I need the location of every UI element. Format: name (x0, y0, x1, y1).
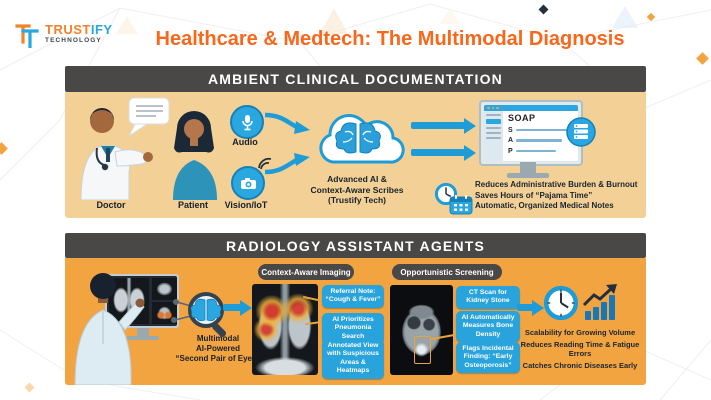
cloud-caption-line2: Context-Aware Scribes (310, 184, 404, 195)
speech-bubble (127, 97, 170, 138)
audio-input-circle (230, 105, 264, 139)
soap-title: SOAP (508, 113, 536, 123)
patient-label: Patient (177, 200, 208, 210)
ambient-benefit-1: Reduces Administrative Burden & Burnout (475, 180, 638, 189)
server-badge (566, 117, 596, 147)
cloud-caption: Advanced AI & Context-Aware Scribes (Tru… (295, 174, 419, 206)
trustify-logo: TRUSTIFY TECHNOLOGY (14, 20, 113, 48)
patient-figure (173, 111, 217, 200)
torso-scan-thumbnail (152, 302, 177, 324)
vision-input-circle (231, 166, 265, 200)
emr-sidebar (484, 111, 503, 161)
soap-note-content: SOAP S A P (503, 111, 578, 161)
brand-name-part1: TRUST (45, 22, 91, 38)
audio-label: Audio (232, 137, 258, 147)
radiology-benefit-1: Scalability for Growing Volume (524, 328, 636, 337)
ct-scan-image (390, 285, 453, 375)
microphone-icon (241, 114, 253, 130)
calendar-icon (449, 195, 473, 215)
arrow-cloud-to-monitor-top (411, 117, 476, 134)
server-icon (574, 124, 588, 139)
brain-scan-thumbnail (152, 278, 177, 300)
ambient-benefits: Reduces Administrative Burden & Burnout … (475, 180, 646, 212)
ai-cloud-icon (319, 113, 405, 164)
window-dot (496, 106, 499, 110)
screening-label-ct: CT Scan for Kidney Stone (456, 286, 520, 309)
soap-row-s: S (508, 126, 513, 134)
ai-magnifier-icon (170, 292, 227, 338)
sidebar-active-item (486, 119, 501, 124)
section-header-radiology: RADIOLOGY ASSISTANT AGENTS (65, 233, 646, 258)
chest-xray-image (252, 284, 318, 375)
window-dot (491, 106, 494, 110)
soap-row-p: P (508, 147, 513, 155)
brain-icon-small (190, 298, 222, 322)
screening-label-flags: Flags Incidental Finding: “Early Osteopo… (456, 342, 520, 374)
vision-label: Vision/IoT (224, 200, 268, 210)
brand-tagline: TECHNOLOGY (45, 37, 102, 45)
growth-chart-icon (582, 284, 617, 320)
section-header-ambient: AMBIENT CLINICAL DOCUMENTATION (65, 66, 646, 92)
window-titlebar (484, 105, 578, 111)
monitor-base (507, 173, 549, 178)
ambient-panel: Doctor Patient Audio (65, 92, 646, 218)
cloud-caption-line3: (Trustify Tech) (328, 195, 386, 205)
lens-caption-line2: AI-Powered (195, 344, 240, 353)
radiology-panel: Multimodal AI-Powered “Second Pair of Ey… (65, 258, 646, 385)
radiology-benefit-3: Catches Chronic Diseases Early (522, 360, 638, 370)
brand-name: TRUSTIFY (45, 23, 113, 36)
monitor2-stand (137, 328, 149, 336)
brain-icon (335, 122, 381, 154)
monitor2-base (127, 336, 159, 340)
section-ambient-documentation: AMBIENT CLINICAL DOCUMENTATION (65, 66, 646, 218)
clock-icon-radiology (543, 285, 579, 321)
arrow-audio-to-cloud (264, 112, 310, 134)
trustify-logo-icon (15, 24, 39, 48)
doctor-label: Doctor (96, 200, 126, 210)
cloud-caption-line1: Advanced AI & (327, 174, 387, 184)
wifi-signal-icon (258, 157, 272, 170)
ambient-benefit-2: Saves Hours of “Pajama Time” (475, 190, 593, 200)
ct-highlight-box (414, 336, 431, 364)
radiology-benefits: Scalability for Growing Volume Reduces R… (515, 328, 645, 372)
ambient-benefit-3: Automatic, Organized Medical Notes (475, 201, 614, 210)
monitor-stand (520, 162, 536, 173)
imaging-pill: Context-Aware Imaging (258, 264, 354, 280)
imaging-label-referral: Referral Note: “Cough & Fever” (322, 285, 384, 308)
lens-caption: Multimodal AI-Powered “Second Pair of Ey… (163, 334, 273, 364)
soap-note-monitor: SOAP S A P (479, 100, 583, 166)
page-title: Healthcare & Medtech: The Multimodal Dia… (155, 28, 625, 50)
doctor-figure (80, 108, 153, 200)
arrow-vision-to-cloud (264, 153, 310, 175)
soap-row-a: A (508, 137, 514, 144)
section-radiology-agents: RADIOLOGY ASSISTANT AGENTS (65, 233, 646, 385)
lens-caption-line1: Multimodal (196, 334, 240, 343)
radiology-benefit-2: Reduces Reading Time & Fatigue Errors (520, 339, 640, 359)
camera-icon (240, 177, 256, 189)
lens-caption-line3: “Second Pair of Eyes” (175, 354, 261, 363)
imaging-label-annotated: Annotated View with Suspicious Areas & H… (322, 339, 384, 379)
screening-label-bone: AI Automatically Measures Bone Density (456, 311, 520, 343)
doctor-patient-illustration (80, 97, 217, 200)
arrow-lens-to-imaging (223, 299, 252, 316)
window-dot (487, 106, 490, 110)
screening-pill: Opportunistic Screening (392, 264, 502, 280)
brand-name-part2: IFY (90, 22, 113, 38)
arrow-screening-to-benefits (517, 299, 544, 316)
soap-screen: SOAP S A P (484, 105, 578, 161)
arrow-cloud-to-monitor-bottom (411, 144, 476, 161)
radiologist-illustration (74, 273, 145, 385)
